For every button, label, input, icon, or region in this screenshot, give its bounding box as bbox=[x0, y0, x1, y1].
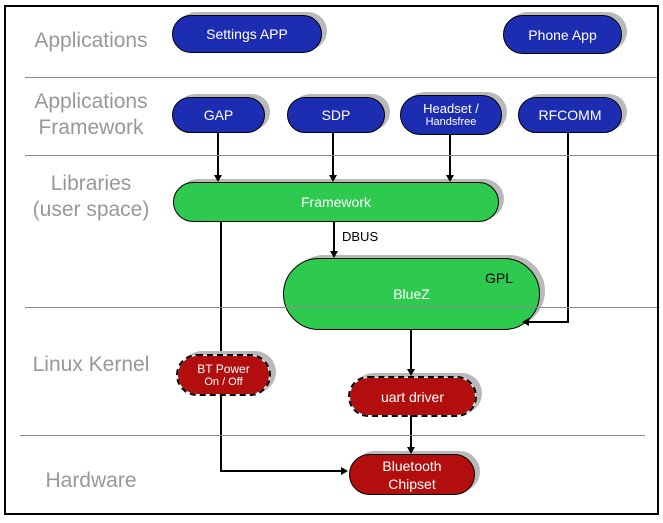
node-label: Settings APP bbox=[206, 26, 288, 42]
node-headset-handsfree: Headset / Handsfree bbox=[400, 95, 502, 135]
layer-label-applications: Applications bbox=[16, 28, 166, 54]
edge-sdp-framework bbox=[332, 131, 334, 177]
node-label: On / Off bbox=[204, 375, 243, 388]
layer-label-text: Linux Kernel bbox=[32, 353, 150, 376]
layer-label-text: Hardware bbox=[45, 469, 137, 492]
divider-applications bbox=[25, 77, 657, 78]
node-framework: Framework bbox=[173, 182, 499, 222]
layer-label-linux-kernel: Linux Kernel bbox=[16, 352, 166, 378]
arrowhead-uart-chipset bbox=[407, 447, 415, 454]
node-label: Chipset bbox=[388, 475, 436, 492]
node-label: SDP bbox=[321, 107, 351, 123]
node-label: GAP bbox=[203, 107, 234, 123]
edge-framework-power-vertical bbox=[220, 220, 222, 471]
node-label: uart driver bbox=[380, 388, 445, 405]
arrowhead-sdp-framework bbox=[329, 175, 337, 182]
layer-label-text: Applications bbox=[34, 90, 148, 113]
gpl-license-label: GPL bbox=[484, 270, 513, 286]
layer-label-text: Applications bbox=[34, 29, 148, 52]
layer-label-applications-framework: Applications Framework bbox=[16, 89, 166, 141]
edge-bluez-uart bbox=[410, 328, 412, 371]
arrowhead-gap-framework bbox=[214, 175, 222, 182]
node-label: Headset / bbox=[423, 101, 479, 116]
divider-kernel-hardware bbox=[20, 435, 645, 436]
node-uart-driver: uart driver bbox=[348, 376, 477, 417]
node-rfcomm: RFCOMM bbox=[518, 97, 622, 133]
node-label: Handsfree bbox=[425, 116, 477, 128]
node-label: BT Power bbox=[197, 361, 250, 376]
dbus-edge-label: DBUS bbox=[342, 229, 379, 244]
layer-label-text: Framework bbox=[38, 116, 144, 139]
node-settings-app: Settings APP bbox=[172, 15, 322, 53]
node-label: RFCOMM bbox=[538, 107, 602, 123]
node-sdp: SDP bbox=[287, 97, 385, 133]
edge-rfcomm-horizontal bbox=[529, 321, 569, 323]
layer-label-text: (user space) bbox=[32, 198, 150, 221]
node-label: BlueZ bbox=[393, 286, 430, 302]
node-gap: GAP bbox=[172, 97, 265, 133]
node-bt-power: BT Power On / Off bbox=[176, 354, 271, 396]
arrowhead-framework-bluez bbox=[330, 251, 338, 258]
edge-rfcomm-vertical bbox=[567, 131, 569, 323]
arrowhead-power-chipset bbox=[341, 467, 348, 475]
node-bluez: BlueZ GPL bbox=[283, 258, 540, 330]
edge-uart-chipset bbox=[410, 413, 412, 449]
node-label: Phone App bbox=[528, 26, 597, 43]
edge-power-chipset-horizontal bbox=[220, 470, 342, 472]
divider-libraries-kernel bbox=[25, 307, 657, 308]
edge-gap-framework bbox=[217, 131, 219, 177]
divider-app-framework bbox=[25, 155, 657, 156]
arrowhead-rfcomm-bluez bbox=[522, 318, 529, 326]
layer-label-hardware: Hardware bbox=[16, 468, 166, 494]
node-label: Bluetooth bbox=[382, 457, 442, 474]
layer-label-libraries: Libraries (user space) bbox=[16, 171, 166, 223]
edge-framework-bluez bbox=[333, 220, 335, 253]
node-label: Framework bbox=[300, 194, 371, 210]
node-phone-app: Phone App bbox=[503, 15, 622, 54]
arrowhead-bluez-uart bbox=[407, 369, 415, 376]
node-bluetooth-chipset: Bluetooth Chipset bbox=[349, 454, 475, 495]
layer-label-text: Libraries bbox=[50, 172, 132, 195]
arrowhead-headset-framework bbox=[446, 175, 454, 182]
